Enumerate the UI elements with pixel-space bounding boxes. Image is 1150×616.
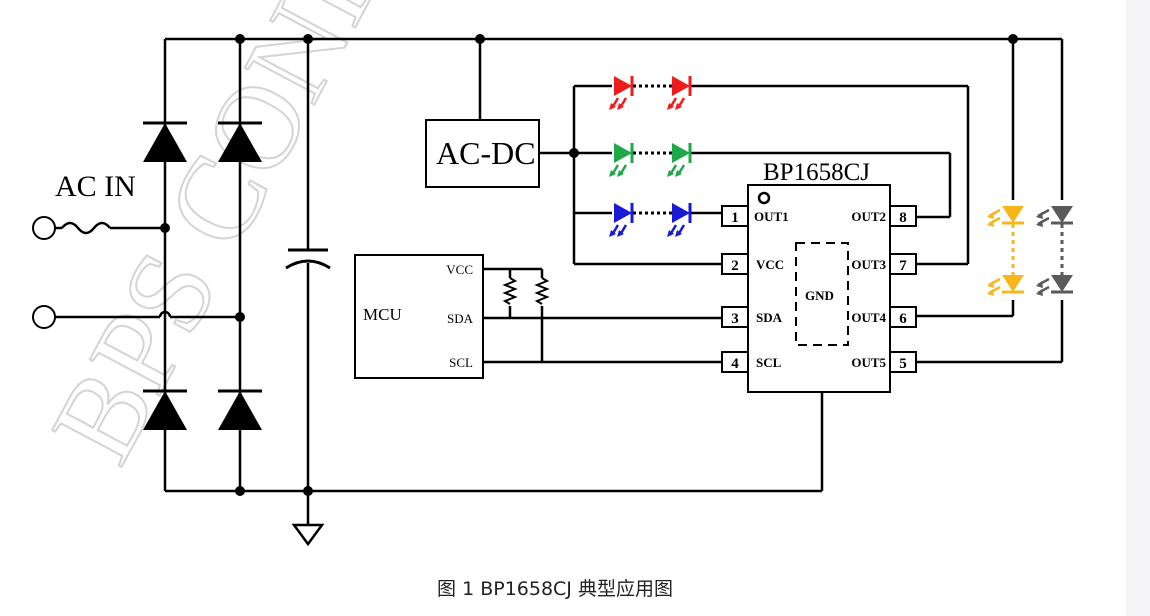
red-led-2 [672, 76, 690, 96]
chip-pins [721, 205, 917, 373]
pin1-name: OUT1 [754, 209, 789, 224]
yellow-led-2-arrowhead [987, 289, 994, 296]
mcu-scl-label: SCL [449, 355, 473, 370]
pin3-num: 3 [731, 311, 739, 327]
green-led-2-arrowhead [675, 170, 682, 177]
gray-led-2 [1051, 275, 1073, 292]
pin7-num: 7 [899, 258, 907, 274]
green-led-1 [614, 143, 632, 163]
ac-terminals [32, 216, 56, 329]
bridge-diodes [143, 121, 262, 430]
pullup-resistors [502, 277, 550, 305]
pin4-num: 4 [731, 356, 739, 372]
junctions [160, 34, 1018, 496]
watermark: BPS CONF [26, 0, 408, 482]
red-led-1-arrowhead [617, 103, 624, 110]
blue-led-2-arrowhead [667, 230, 674, 237]
green-led-2 [672, 143, 690, 163]
red-led-1-arrowhead [609, 103, 616, 110]
pin4-name: SCL [756, 355, 782, 370]
yellow-led-1-arrowhead [987, 212, 994, 219]
yellow-led-2-arrowhead [987, 281, 994, 288]
ground-symbol [291, 523, 325, 547]
capacitor [285, 248, 331, 270]
gray-led-1-arrowhead [1036, 212, 1043, 219]
gray-led-1 [1051, 206, 1073, 223]
pin3-name: SDA [756, 310, 783, 325]
pin1-num: 1 [731, 210, 739, 226]
pin6-name: OUT4 [851, 310, 886, 325]
yellow-led-1 [1002, 206, 1024, 223]
mcu-label: MCU [363, 305, 402, 324]
chip-body [747, 184, 891, 393]
blue-led-2 [672, 203, 690, 223]
ac-in-label: AC IN [55, 170, 136, 203]
chip-gnd-label: GND [805, 288, 834, 303]
pin5-name: OUT5 [851, 355, 886, 370]
mcu-sda-label: SDA [447, 311, 474, 326]
circuit-diagram: BPS CONF [25, 0, 1073, 547]
side-strip [1126, 0, 1150, 616]
mcu-box [354, 254, 484, 379]
led-group [609, 76, 1073, 296]
blue-led-1-arrowhead [617, 230, 624, 237]
pin2-num: 2 [731, 258, 739, 274]
red-led-1 [614, 76, 632, 96]
pin2-name: VCC [756, 257, 784, 272]
chip-gnd-pad [795, 242, 849, 346]
yellow-led-2 [1002, 275, 1024, 292]
green-led-2-arrowhead [667, 170, 674, 177]
figure-caption: 图 1 BP1658CJ 典型应用图 [437, 578, 673, 600]
green-led-1-arrowhead [617, 170, 624, 177]
chip-pin1-marker [757, 191, 771, 205]
red-led-2-arrowhead [675, 103, 682, 110]
blue-led-1 [614, 203, 632, 223]
gray-led-1-arrowhead [1036, 220, 1043, 227]
gray-led-2-arrowhead [1036, 281, 1043, 288]
yellow-led-1-arrowhead [987, 220, 994, 227]
pin8-name: OUT2 [851, 209, 886, 224]
blue-led-1-arrowhead [609, 230, 616, 237]
pin6-num: 6 [899, 311, 907, 327]
wires [55, 37, 1064, 525]
blue-led-2-arrowhead [675, 230, 682, 237]
mcu-vcc-label: VCC [446, 262, 473, 277]
pin7-name: OUT3 [851, 257, 886, 272]
pin5-num: 5 [899, 356, 907, 372]
gray-led-2-arrowhead [1036, 289, 1043, 296]
green-led-1-arrowhead [609, 170, 616, 177]
pin8-num: 8 [899, 210, 907, 226]
red-led-2-arrowhead [667, 103, 674, 110]
ac-dc-box [425, 119, 540, 188]
chip-title: BP1658CJ [763, 159, 870, 186]
ac-dc-label: AC-DC [436, 135, 536, 171]
